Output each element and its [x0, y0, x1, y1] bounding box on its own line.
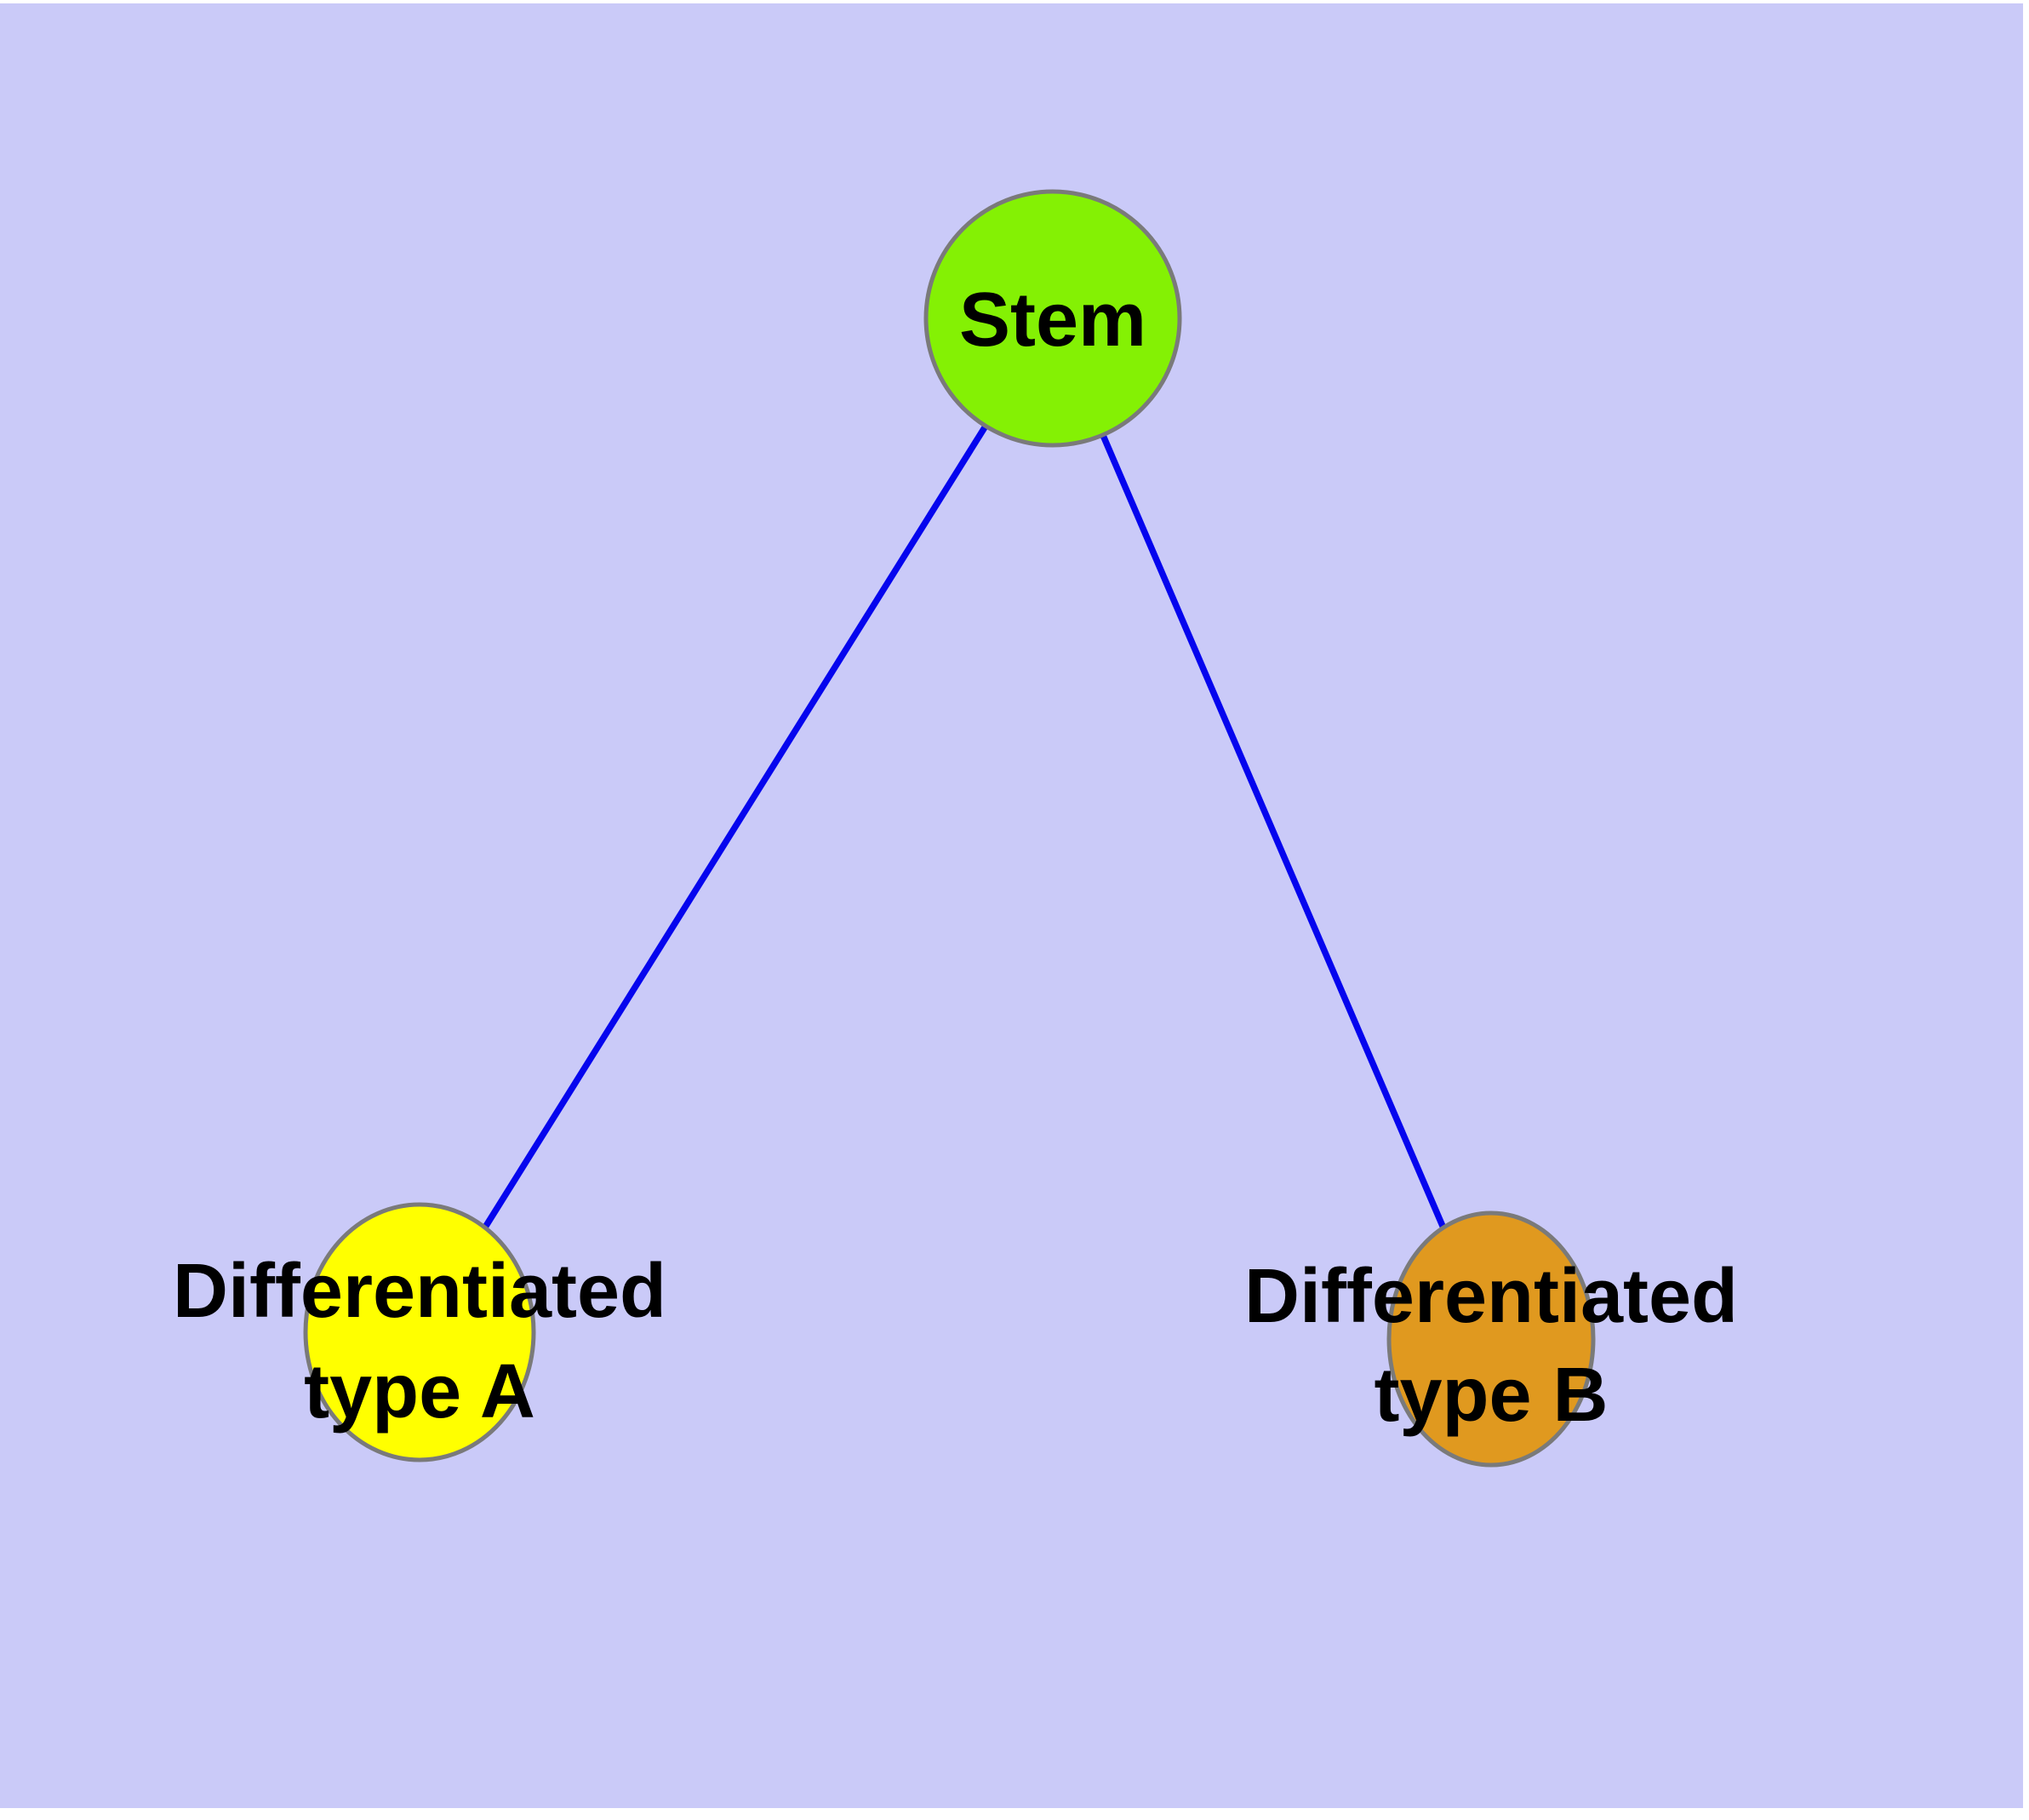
node-stem-label: Stem: [959, 278, 1146, 363]
node-type-a-label-line1: Differentiated: [173, 1249, 666, 1334]
edge-stem-to-type-a: [416, 317, 1056, 1334]
node-stem: [923, 189, 1182, 448]
node-type-b: [1386, 1210, 1596, 1468]
node-type-b-label-line1: Differentiated: [1244, 1254, 1738, 1339]
node-type-a-label-line2: type A: [304, 1349, 535, 1434]
node-type-b-label-line2: type B: [1374, 1353, 1608, 1438]
node-type-a: [303, 1202, 536, 1462]
edge-stem-to-type-b: [1049, 317, 1495, 1341]
